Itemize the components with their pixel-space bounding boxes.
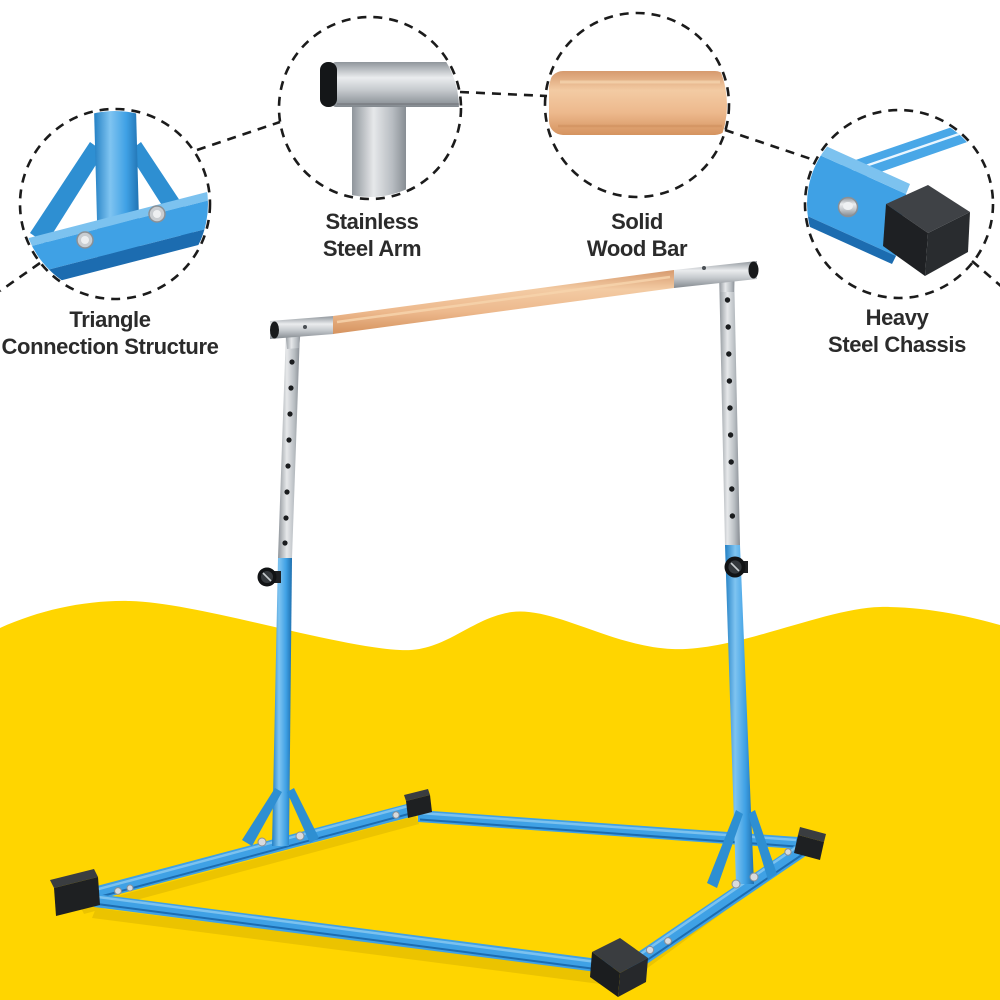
adjustment-holes <box>724 297 736 519</box>
top-bar <box>270 261 759 349</box>
right-upright <box>719 270 754 884</box>
triangle-bracket-photo <box>22 111 208 290</box>
callout-leader-lines <box>0 90 1000 293</box>
leader-line-right-edge <box>971 260 1000 287</box>
leader-line-left-edge <box>0 261 41 293</box>
label-line: Stainless <box>325 209 419 234</box>
left-bar-end-cap <box>270 321 279 339</box>
right-bar-end-cap <box>748 261 759 279</box>
callout-circle-solid-wood-bar <box>543 11 731 199</box>
label-solid-wood-bar: Solid Wood Bar <box>517 209 757 263</box>
wood-bar <box>333 270 674 334</box>
label-line: Steel Arm <box>322 235 422 261</box>
label-line: Connection Structure <box>1 333 219 359</box>
callout-circle-triangle-connection <box>18 107 212 301</box>
yellow-wave-background <box>0 600 1000 1000</box>
callout-circle-stainless-steel-arm <box>277 15 463 201</box>
dashed-callout-ring <box>18 107 212 301</box>
left-post-steel <box>278 331 300 558</box>
label-line: Triangle <box>69 307 151 332</box>
dashed-callout-ring <box>803 108 995 300</box>
right-base-triangle-bracket <box>707 810 777 889</box>
left-post-blue <box>272 558 292 846</box>
rail-bolt <box>114 811 792 955</box>
leader-line-c2-c3 <box>459 90 548 98</box>
left-base-triangle-bracket <box>242 788 319 847</box>
label-line: Solid <box>611 209 663 234</box>
left-upright <box>257 331 300 846</box>
steel-elbow-photo <box>320 62 459 197</box>
label-triangle-connection-structure: Triangle Connection Structure <box>0 307 240 361</box>
rubber-end-cap <box>50 789 826 997</box>
dashed-callout-ring <box>277 15 463 201</box>
wood-bar-photo <box>549 71 727 135</box>
leader-line-c1-c2 <box>196 120 281 152</box>
adjustment-holes <box>282 359 295 546</box>
label-stainless-steel-arm: Stainless Steel Arm <box>252 209 492 263</box>
label-line: Heavy <box>865 305 929 330</box>
dashed-callout-ring <box>543 11 731 199</box>
label-line: Wood Bar <box>586 235 688 261</box>
label-line: Steel Chassis <box>828 331 966 357</box>
left-steel-arm-sleeve <box>270 316 334 339</box>
right-post-blue <box>725 545 754 884</box>
label-heavy-steel-chassis: Heavy Steel Chassis <box>777 305 1000 359</box>
right-steel-arm-sleeve <box>674 261 757 288</box>
